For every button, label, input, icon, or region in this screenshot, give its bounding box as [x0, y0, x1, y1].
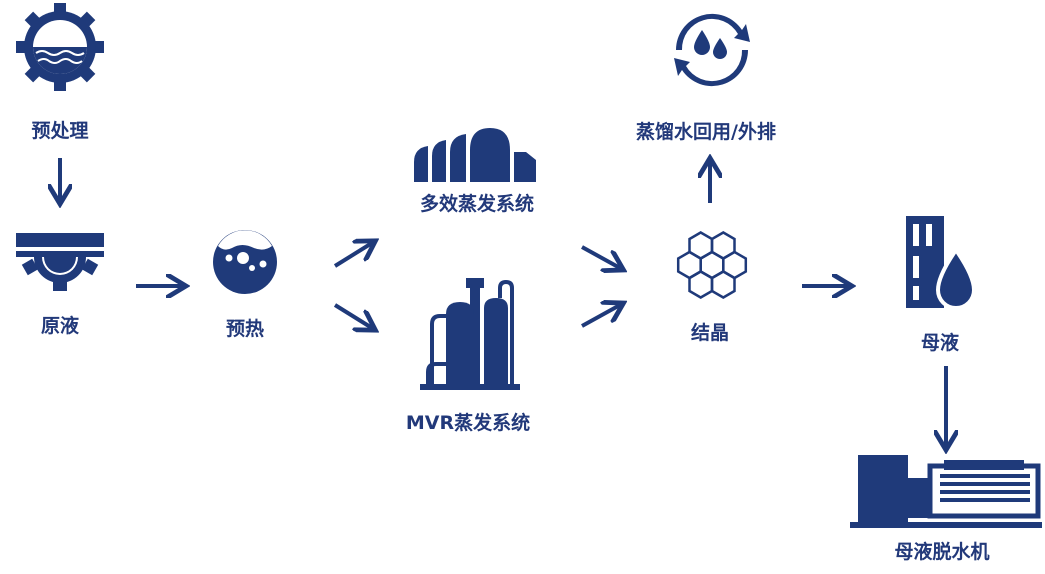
water-recycle-icon: [674, 13, 750, 87]
factory-towers-icon: [420, 278, 520, 390]
label-raw-liquid: 原液: [40, 315, 80, 337]
hexagon-cell: [710, 270, 736, 299]
label-crystallization: 结晶: [690, 322, 730, 344]
label-pretreatment: 预处理: [31, 120, 89, 142]
hexagon-cell: [688, 231, 714, 260]
arrow-mvr-to-crystal: [581, 305, 620, 328]
dewatering-machine-icon: [850, 455, 1042, 528]
tank-droplet-icon: [906, 216, 977, 310]
hexagon-crystal-icon: [676, 231, 748, 299]
hexagon-cell: [688, 270, 714, 299]
arrow-preheat-to-multi: [333, 243, 372, 268]
multi-effect-evaporator-icon: [414, 128, 536, 182]
gear-water-icon: [16, 3, 104, 91]
hexagon-cell: [710, 231, 736, 260]
bubbling-liquid-icon: [213, 230, 277, 294]
arrow-preheat-to-mvr: [333, 303, 372, 328]
label-multi-effect: 多效蒸发系统: [419, 193, 535, 215]
label-mvr: MVR蒸发系统: [405, 412, 531, 434]
label-preheat: 预热: [225, 318, 265, 340]
label-dewatering: 母液脱水机: [894, 541, 990, 563]
arrow-multi-to-crystal: [581, 245, 620, 268]
label-distilled-water: 蒸馏水回用/外排: [636, 121, 776, 143]
label-mother-liquor: 母液: [920, 332, 960, 354]
gear-basin-icon: [16, 233, 104, 291]
